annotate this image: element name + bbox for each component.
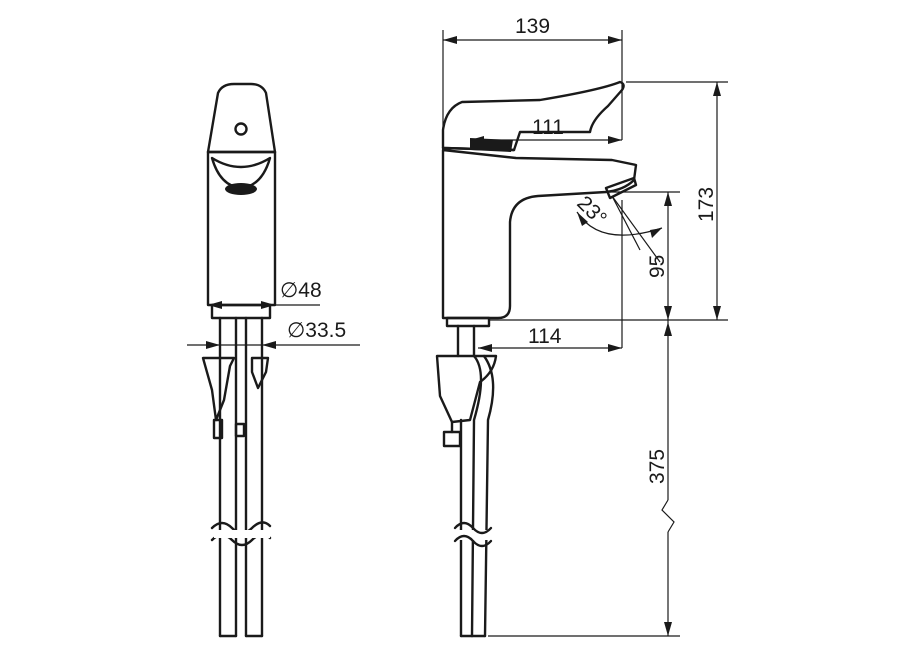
side-mount-bracket <box>435 354 498 424</box>
dim-outlet-95: 95 <box>646 255 669 278</box>
front-body <box>206 150 277 307</box>
dim-height-173: 173 <box>695 187 718 222</box>
dim-hose-375: 375 <box>646 449 669 484</box>
side-aerator <box>604 176 638 200</box>
side-body <box>441 148 638 320</box>
side-lever <box>441 80 625 152</box>
dim-diameter-48: ∅48 <box>280 279 322 302</box>
front-dimensions: ∅48 ∅33.5 <box>187 279 360 349</box>
dim-angle-23: 23° <box>572 192 611 231</box>
front-aerator <box>210 156 272 190</box>
dim-spout-114: 114 <box>528 325 562 348</box>
front-handle <box>206 82 277 154</box>
side-dimensions: 139 111 114 173 95 375 <box>442 15 728 637</box>
front-mount-bracket <box>201 356 236 422</box>
dim-lever-111: 111 <box>532 116 564 139</box>
dim-diameter-33-5: ∅33.5 <box>287 319 346 342</box>
front-handle-screw <box>234 122 248 136</box>
front-view <box>201 82 277 638</box>
side-base <box>445 316 491 328</box>
side-view <box>435 80 638 638</box>
dim-width-139: 139 <box>515 15 550 38</box>
